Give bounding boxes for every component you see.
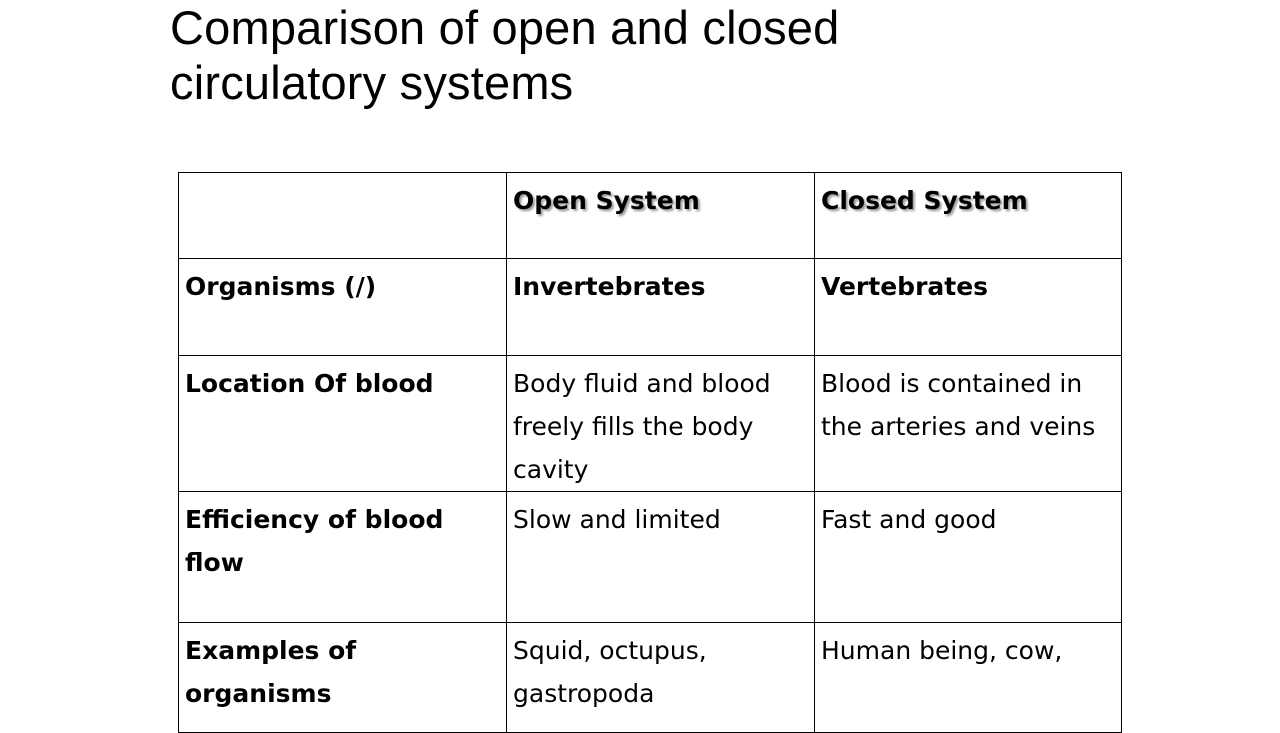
header-cell-closed-system: Closed System xyxy=(814,172,1122,259)
header-cell-open-system: Open System xyxy=(506,172,815,259)
cell-closed-location: Blood is contained in the arteries and v… xyxy=(814,355,1122,492)
comparison-table: Open System Closed System Organisms (/) … xyxy=(178,172,1122,733)
row-label-organisms: Organisms (/) xyxy=(178,258,507,356)
table-row: Examples of organisms Squid, octupus, ga… xyxy=(178,622,1122,733)
cell-open-examples: Squid, octupus, gastropoda xyxy=(506,622,815,733)
cell-closed-efficiency: Fast and good xyxy=(814,491,1122,623)
row-label-efficiency: Efficiency of blood flow xyxy=(178,491,507,623)
slide-title: Comparison of open and closed circulator… xyxy=(170,0,839,110)
cell-open-organisms: Invertebrates xyxy=(506,258,815,356)
table-row: Location Of blood Body fluid and blood f… xyxy=(178,355,1122,492)
header-cell-empty xyxy=(178,172,507,259)
cell-open-location: Body fluid and blood freely fills the bo… xyxy=(506,355,815,492)
slide-title-line-1: Comparison of open and closed xyxy=(170,1,840,54)
cell-closed-examples: Human being, cow, xyxy=(814,622,1122,733)
table-row: Organisms (/) Invertebrates Vertebrates xyxy=(178,258,1122,356)
table-header-row: Open System Closed System xyxy=(178,172,1122,259)
cell-open-efficiency: Slow and limited xyxy=(506,491,815,623)
table-row: Efficiency of blood flow Slow and limite… xyxy=(178,491,1122,623)
cell-closed-organisms: Vertebrates xyxy=(814,258,1122,356)
row-label-examples: Examples of organisms xyxy=(178,622,507,733)
row-label-location: Location Of blood xyxy=(178,355,507,492)
slide-title-line-2: circulatory systems xyxy=(170,56,574,109)
